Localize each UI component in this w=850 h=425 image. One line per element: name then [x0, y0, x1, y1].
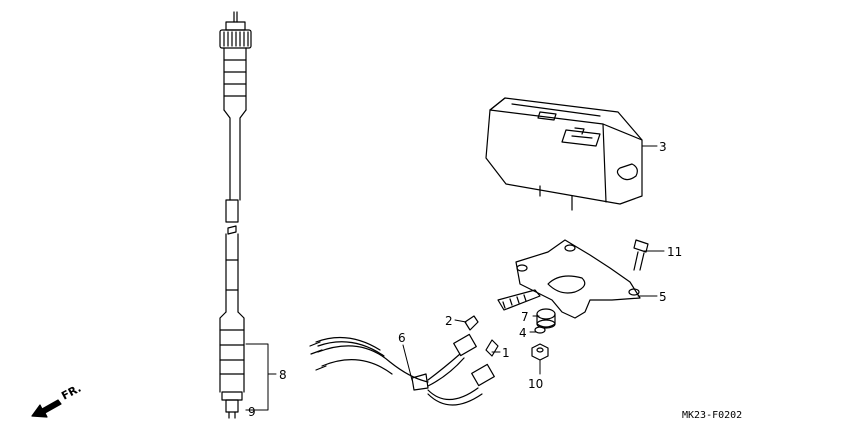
bolt-11	[633, 239, 649, 271]
leader-6	[402, 344, 413, 381]
callout-5: 5	[659, 290, 667, 304]
meter-stay	[497, 239, 641, 319]
callout-11: 11	[667, 245, 682, 259]
diagram-code: MK23-F0202	[682, 410, 742, 421]
callout-8: 8	[279, 368, 287, 382]
callout-9: 9	[248, 405, 256, 419]
bulb-1	[485, 339, 499, 357]
grommet	[536, 308, 556, 329]
callout-3: 3	[659, 140, 667, 154]
direction-label: FR.	[59, 382, 83, 403]
speedometer-cable	[219, 11, 252, 419]
callout-1: 1	[502, 346, 510, 360]
callout-10: 10	[528, 377, 543, 391]
callout-7: 7	[521, 310, 529, 324]
bulb-2	[464, 315, 479, 331]
callout-4: 4	[519, 326, 527, 340]
meter-harness	[309, 333, 495, 406]
callout-6: 6	[398, 331, 406, 345]
leader-8	[245, 343, 269, 411]
collar	[534, 326, 546, 334]
nut	[531, 343, 549, 361]
leader-2	[454, 319, 467, 323]
callout-2: 2	[445, 314, 453, 328]
front-direction-arrow	[31, 399, 62, 418]
meter-assembly	[485, 97, 643, 211]
